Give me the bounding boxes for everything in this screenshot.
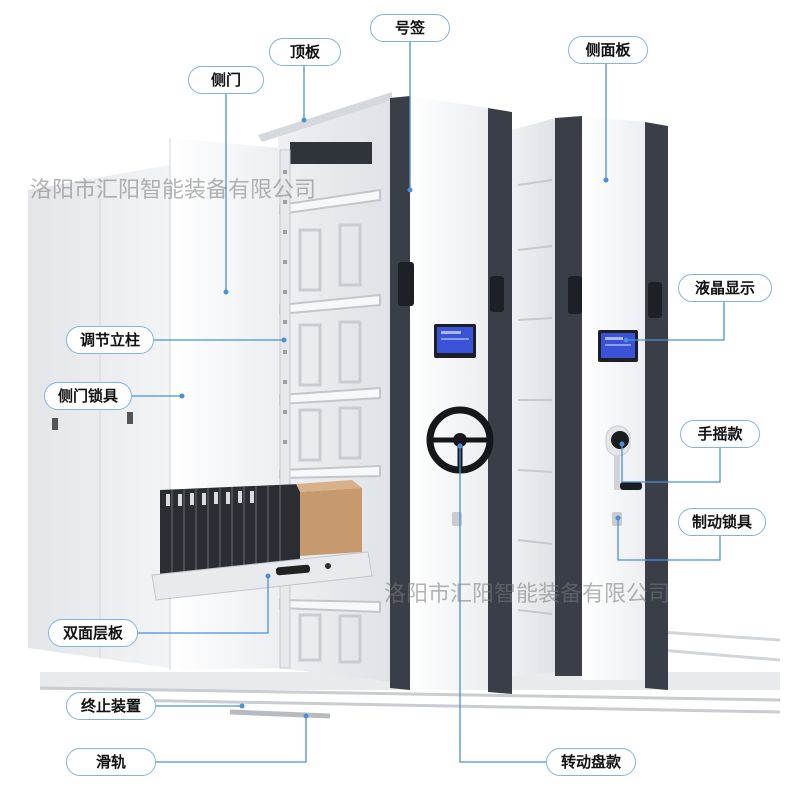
number-tag-holder-icon [398,262,414,306]
label-brake-lock: 制动锁具 [678,508,766,536]
label-turn-wheel: 转动盘款 [546,748,636,776]
front-cabinet-1 [390,96,512,694]
open-shelving-bay [258,92,392,682]
watermark-bottom: 洛阳市汇阳智能装备有限公司 [384,582,671,607]
front-cabinet-2 [555,116,668,690]
label-rail: 滑轨 [66,748,156,776]
label-hand-crank: 手摇款 [680,420,760,448]
watermark-top: 洛阳市汇阳智能装备有限公司 [30,178,317,203]
label-lcd-display: 液晶显示 [678,274,772,302]
label-stop-device: 终止装置 [66,692,156,720]
leader-dots [179,117,629,719]
label-adjust-column: 调节立柱 [66,326,154,354]
label-number-tag: 号签 [370,14,450,42]
hand-crank-icon [605,425,642,490]
label-double-shelf: 双面层板 [48,619,138,647]
rear-open-cabinet [512,118,555,676]
label-side-panel: 侧面板 [568,36,648,64]
label-side-door: 侧门 [188,66,264,94]
double-shelf-drawer [151,480,373,601]
leader-lines [130,40,725,763]
label-side-door-lock: 侧门锁具 [44,382,132,410]
label-top-panel: 顶板 [269,38,341,66]
